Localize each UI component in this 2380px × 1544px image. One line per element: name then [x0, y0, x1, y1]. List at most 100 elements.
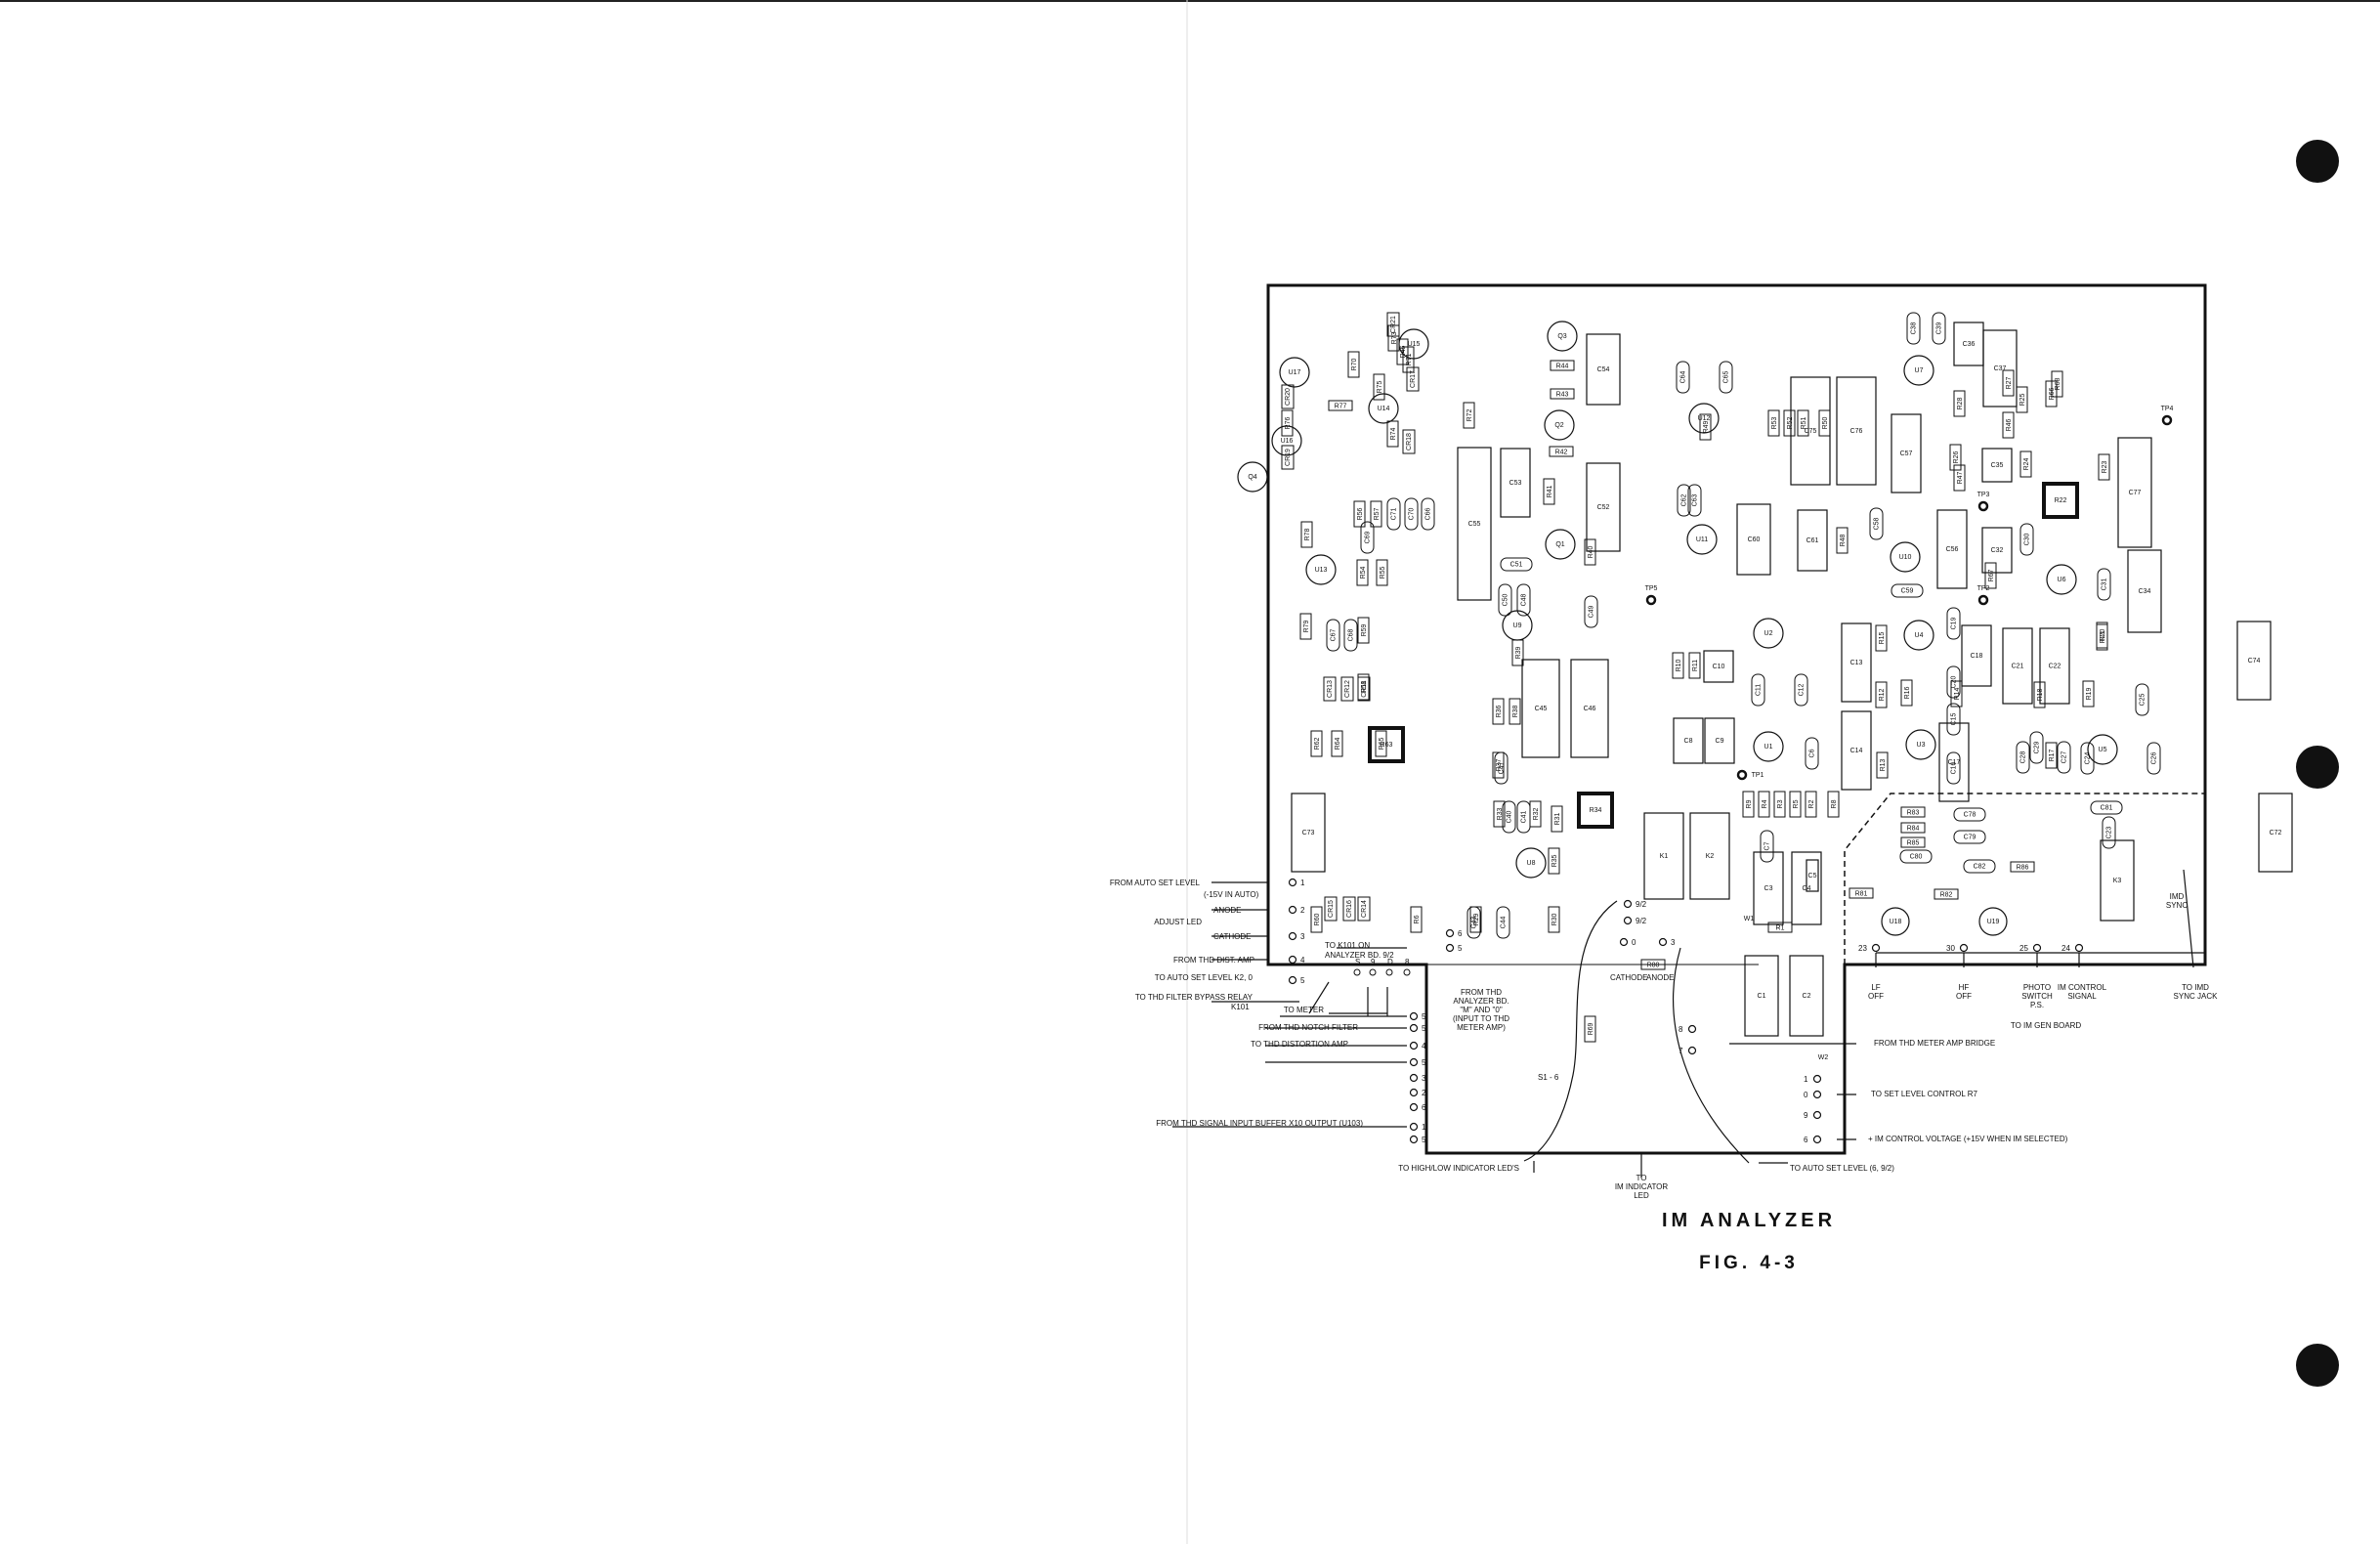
resistor-r56-label: R56: [1357, 507, 1364, 520]
capacitor-c49: [1584, 595, 1598, 628]
s1-left-pin-9: [1409, 1135, 1419, 1144]
diode-cr11-label: CR11: [1361, 680, 1368, 697]
resistor-r35: [1548, 847, 1560, 875]
resistor-r75: [1373, 373, 1385, 401]
resistor-r26: [1949, 444, 1962, 471]
test-point-tp1-label: TP1: [1752, 772, 1764, 779]
bottom-pin-4-label: 24: [2061, 944, 2070, 953]
resistor-r9: [1742, 791, 1755, 818]
edge-pin-3: [1288, 931, 1297, 941]
ic-u4: [1903, 620, 1934, 651]
capacitor-c27-label: C27: [2061, 751, 2067, 763]
resistor-r77: [1328, 400, 1353, 411]
resistor-r23: [2098, 453, 2110, 481]
resistor-r55-label: R55: [1380, 566, 1386, 579]
from-thd-signal-input-label: FROM THD SIGNAL INPUT BUFFER X10 OUTPUT …: [1156, 1119, 1363, 1128]
s1-top-pin-5: [1619, 937, 1629, 947]
test-point-tp2-label: TP2: [1977, 585, 1990, 592]
diode-cr17: [1406, 366, 1420, 392]
capacitor-c12: [1794, 673, 1808, 707]
resistor-r49-label: R49: [1703, 420, 1710, 433]
capacitor-c43-label: C43: [1470, 916, 1477, 928]
capacitor-c63-label: C63: [1691, 493, 1698, 506]
capacitor-c15: [1946, 703, 1961, 736]
resistor-r26-label: R26: [1953, 450, 1960, 463]
capacitor-c9-label: C9: [1716, 738, 1724, 745]
resistor-r34: [1577, 792, 1614, 829]
resistor-r70-label: R70: [1351, 358, 1358, 370]
resistor-r71-label: R71: [1406, 353, 1413, 365]
s1-top-pin-1-label: 6: [1458, 929, 1463, 938]
capacitor-c6-label: C6: [1808, 749, 1815, 757]
resistor-r2-label: R2: [1808, 799, 1815, 808]
right-pin-5-label: 9: [1804, 1111, 1808, 1120]
capacitor-c74-label: C74: [2248, 658, 2261, 665]
capacitor-c12-label: C12: [1798, 683, 1805, 696]
auto-set-level-note: (-15V IN AUTO): [1204, 890, 1259, 899]
edge-pin-1: [1288, 878, 1297, 887]
capacitor-c78: [1953, 807, 1986, 822]
resistor-r39-label: R39: [1515, 646, 1522, 659]
capacitor-c23-label: C23: [2105, 826, 2112, 838]
ab-pin-dot-3: [1385, 968, 1393, 976]
ic-u8: [1515, 847, 1547, 879]
capacitor-c64-label: C64: [1679, 370, 1686, 383]
resistor-r80-label: R80: [1647, 962, 1660, 968]
capacitor-c26-label: C26: [2150, 751, 2157, 764]
capacitor-c39: [1932, 312, 1946, 345]
capacitor-c58-label: C58: [1873, 517, 1880, 530]
relay-k3-label: K3: [2113, 878, 2122, 884]
edge-pin-2: [1288, 905, 1297, 915]
capacitor-c5-label: C5: [1808, 873, 1817, 879]
capacitor-c3: [1753, 851, 1784, 925]
capacitor-c18: [1961, 624, 1992, 687]
capacitor-c6: [1805, 737, 1819, 770]
resistor-r36-label: R36: [1496, 705, 1503, 717]
ic-u5-label: U5: [2099, 747, 2107, 753]
capacitor-c38: [1906, 312, 1921, 345]
right-pin-2: [1687, 1046, 1697, 1055]
resistor-r6-label: R6: [1414, 915, 1421, 923]
from-thd-meter-amp-bridge-label: FROM THD METER AMP BRIDGE: [1874, 1039, 1995, 1048]
resistor-r46: [2002, 411, 2015, 439]
right-pin-4-label: 0: [1804, 1091, 1808, 1099]
resistor-r64-label: R64: [1335, 737, 1341, 750]
capacitor-c2: [1789, 955, 1824, 1037]
resistor-r46-label: R46: [2006, 418, 2013, 431]
resistor-r40: [1584, 538, 1596, 566]
capacitor-c65: [1719, 361, 1733, 394]
resistor-r5: [1789, 791, 1802, 818]
capacitor-c53-label: C53: [1509, 480, 1522, 487]
resistor-r73-label: R73: [1391, 331, 1398, 344]
resistor-r27-label: R27: [2006, 376, 2013, 389]
im-control-voltage-label: + IM CONTROL VOLTAGE (+15V WHEN IM SELEC…: [1868, 1135, 2068, 1143]
test-point-tp5-label: TP5: [1645, 585, 1658, 592]
capacitor-c51-label: C51: [1510, 561, 1523, 568]
resistor-r59: [1357, 617, 1370, 644]
s1-top-pin-2: [1445, 943, 1455, 953]
ic-u13: [1305, 554, 1337, 585]
resistor-r64: [1331, 730, 1343, 757]
hf-off-label-1: HF: [1959, 983, 1970, 992]
resistor-r75-label: R75: [1377, 380, 1383, 393]
capacitor-c73: [1291, 793, 1326, 873]
diode-cr19: [1281, 445, 1295, 470]
ab-pin-3: D: [1387, 958, 1393, 966]
resistor-r29-label: R29: [1473, 913, 1480, 925]
resistor-r19-label: R19: [2086, 687, 2093, 700]
ic-u5: [2087, 734, 2118, 765]
s1-left-pin-7: [1409, 1102, 1419, 1112]
capacitor-c68: [1343, 619, 1358, 652]
resistor-r34-label: R34: [1590, 807, 1602, 814]
s1-top-pin-6-label: 3: [1671, 938, 1676, 947]
capacitor-c26: [2146, 742, 2161, 775]
capacitor-c19: [1946, 607, 1961, 640]
capacitor-c60: [1736, 503, 1771, 576]
from-thd-dist-amp-label: FROM THD DIST. AMP: [1173, 956, 1254, 965]
capacitor-c80-label: C80: [1910, 853, 1923, 860]
bottom-pin-1-label: 23: [1858, 944, 1867, 953]
resistor-r77-label: R77: [1335, 403, 1347, 409]
ab-pin-2: 9: [1371, 958, 1376, 966]
resistor-r27: [2002, 369, 2015, 397]
right-pin-1-label: 8: [1679, 1025, 1683, 1034]
